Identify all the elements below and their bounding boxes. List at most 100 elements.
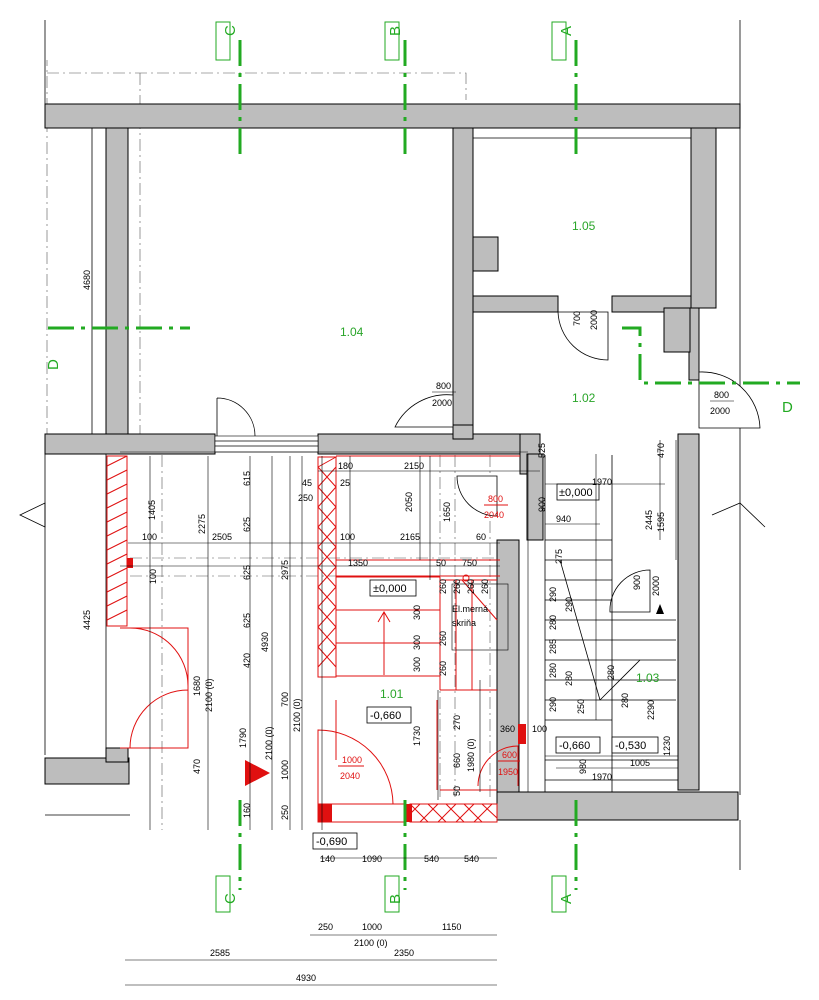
dim-525: 525 (537, 443, 547, 458)
dim-2100-c: 2100 (0) (264, 726, 274, 760)
dim-250: 250 (280, 805, 290, 820)
section-markers: A B C A B C D D (45, 21, 793, 913)
tread-290-b: 290 (564, 597, 574, 612)
level-minus-660-b: -0,660 (559, 740, 590, 752)
door-104-width: 800 (436, 381, 451, 391)
landing-arrow (245, 760, 270, 786)
dim-bottom-540-b: 540 (464, 854, 479, 864)
level-zero-2: ±0,000 (559, 487, 593, 499)
dim-420: 420 (242, 653, 252, 668)
dim-chain-2100: 2100 (0) (354, 938, 388, 948)
stair-300-3: 300 (412, 657, 422, 672)
dim-45: 45 (302, 478, 312, 488)
level-minus-660-a: -0,660 (370, 710, 401, 722)
stair-260-1: 260 (438, 579, 448, 594)
dim-2100-a: 2100 (0) (204, 678, 214, 712)
dim-1005: 1005 (630, 758, 650, 768)
dim-bottom-540-a: 540 (424, 854, 439, 864)
section-mark-d-right: D (782, 399, 793, 416)
tread-290-a: 290 (548, 587, 558, 602)
tread-280-d: 280 (606, 665, 616, 680)
tread-280-a: 280 (548, 615, 558, 630)
stair-260-3: 260 (466, 579, 476, 594)
wall-shaft (472, 236, 499, 272)
door-stair-height: 1950 (498, 767, 518, 777)
dim-1405: 1405 (147, 500, 157, 520)
dim-1970-b: 1970 (592, 772, 612, 782)
dim-2505: 2505 (212, 532, 232, 542)
dim-160: 160 (242, 803, 252, 818)
stair-300-1: 300 (412, 605, 422, 620)
dimension-texts: 4680 4425 1405 2275 2975 4930 615 625 62… (82, 270, 672, 983)
dim-1000: 1000 (280, 760, 290, 780)
door-1-05 (557, 311, 609, 361)
dim-bottom-140: 140 (320, 854, 335, 864)
dim-4930: 4930 (260, 632, 270, 652)
dim-1595: 1595 (656, 512, 666, 532)
room-label-1-01: 1.01 (380, 687, 404, 701)
wall-right-upper (690, 127, 717, 309)
wall-h-mid (317, 433, 529, 455)
dim-2275: 2275 (197, 514, 207, 534)
red-hatch-left (106, 455, 128, 627)
section-mark-b-top: B (387, 26, 404, 36)
dim-25: 25 (340, 478, 350, 488)
dim-660: 660 (452, 753, 462, 768)
dim-625-b: 625 (242, 565, 252, 580)
dim-615: 615 (242, 471, 252, 486)
structural-axis-lines (46, 60, 500, 830)
dim-625-c: 625 (242, 613, 252, 628)
dim-2165: 2165 (400, 532, 420, 542)
dim-100-b: 100 (148, 569, 158, 584)
door-1-04 (394, 394, 454, 428)
dim-2975: 2975 (280, 560, 290, 580)
dimension-lines (120, 440, 678, 986)
level-minus-690: -0,690 (316, 836, 347, 848)
dim-chain-2585: 2585 (210, 948, 230, 958)
dim-chain-2350: 2350 (394, 948, 414, 958)
door-103-height: 2000 (651, 576, 661, 596)
door-1-02 (698, 371, 761, 429)
door-meter (456, 475, 498, 517)
dim-1730: 1730 (412, 726, 422, 746)
dim-bottom-1090: 1090 (362, 854, 382, 864)
dim-4425: 4425 (82, 610, 92, 630)
room-label-1-04: 1.04 (340, 325, 364, 339)
door-102-height: 2000 (710, 406, 730, 416)
dim-1970-a: 1970 (592, 477, 612, 487)
level-zero: ±0,000 (373, 583, 407, 595)
door-102-width: 800 (714, 390, 729, 400)
dim-470: 470 (192, 759, 202, 774)
wall-top (44, 103, 741, 129)
door-meter-width: 800 (488, 494, 503, 504)
dim-1680: 1680 (192, 676, 202, 696)
dim-4680: 4680 (82, 270, 92, 290)
dim-1980: 1980 (0) (466, 738, 476, 772)
dim-chain-1000: 1000 (362, 922, 382, 932)
door-104-height: 2000 (432, 398, 452, 408)
dim-360: 360 (500, 724, 515, 734)
door-101-width: 1000 (342, 755, 362, 765)
stair-300-2: 300 (412, 635, 422, 650)
tread-250: 250 (576, 699, 586, 714)
dim-2290: 2290 (646, 700, 656, 720)
wall-right-lower (677, 433, 700, 791)
new-walls-red (106, 455, 526, 823)
dim-2100-b: 2100 (0) (292, 698, 302, 732)
stair-260-2: 260 (452, 579, 462, 594)
wall-mid (452, 127, 474, 435)
tread-280-e: 280 (620, 693, 630, 708)
meter-box-label-1: El.merná (452, 604, 488, 614)
dim-940: 940 (556, 514, 571, 524)
dim-180: 180 (338, 461, 353, 471)
room-label-1-02: 1.02 (572, 391, 596, 405)
door-105-width: 700 (572, 311, 582, 326)
room-label-1-03: 1.03 (636, 671, 660, 685)
wall-105-bottom-left (472, 295, 559, 313)
wall-bottom-right (496, 791, 739, 821)
door-105-height: 2000 (589, 310, 599, 330)
dim-1790: 1790 (238, 728, 248, 748)
dim-250-h: 250 (298, 493, 313, 503)
dim-chain-4930: 4930 (296, 973, 316, 983)
dim-470-b: 470 (656, 443, 666, 458)
